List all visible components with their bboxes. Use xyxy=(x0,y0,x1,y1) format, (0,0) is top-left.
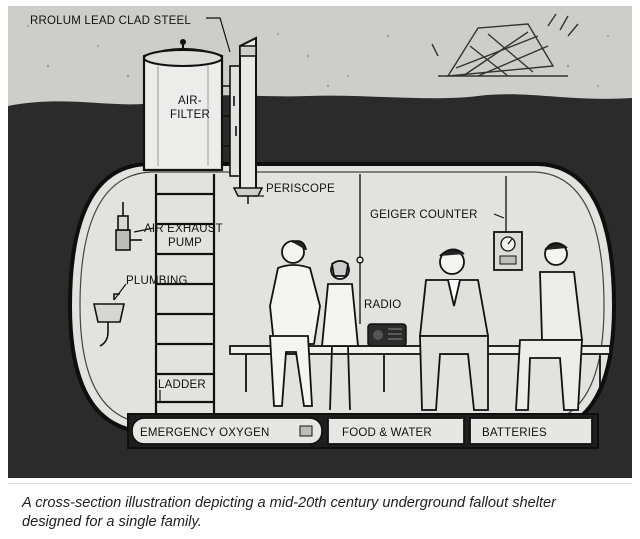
batteries-compartment xyxy=(469,417,593,445)
plumbing-sink xyxy=(93,293,125,347)
label-geiger-counter: GEIGER COUNTER xyxy=(370,209,478,221)
leader-lines xyxy=(113,17,505,402)
label-periscope: PERISCOPE xyxy=(266,183,335,195)
ruins-illustration xyxy=(431,13,579,77)
label-batteries: BATTERIES xyxy=(482,427,547,439)
label-air-filter-2: FILTER xyxy=(170,109,210,121)
shelter-illustration: RROLUM LEAD CLAD STEEL AIR- FILTER PERIS… xyxy=(8,6,632,478)
label-steel: RROLUM LEAD CLAD STEEL xyxy=(30,15,191,27)
label-radio: RADIO xyxy=(364,299,401,311)
father-figure xyxy=(418,248,490,411)
label-air-filter-1: AIR- xyxy=(178,95,202,107)
oxygen-compartment xyxy=(131,417,323,445)
son-figure xyxy=(515,242,584,411)
caption-text: A cross-section illustration depicting a… xyxy=(22,495,557,530)
radio xyxy=(367,323,407,347)
label-food-water: FOOD & WATER xyxy=(342,427,432,439)
ladder xyxy=(154,174,216,418)
food-water-compartment xyxy=(327,417,465,445)
label-ladder: LADDER xyxy=(158,379,206,391)
mother-figure xyxy=(269,240,321,407)
floor-storage xyxy=(127,413,599,449)
air-filter-tank xyxy=(142,39,224,172)
label-air-exhaust-2: PUMP xyxy=(168,237,202,249)
air-exhaust-pump xyxy=(115,202,142,251)
child-figure xyxy=(321,260,359,411)
label-plumbing: PLUMBING xyxy=(126,275,188,287)
caption: A cross-section illustration depicting a… xyxy=(8,483,632,535)
soil-texture xyxy=(27,25,609,88)
family-figures xyxy=(269,240,584,411)
label-oxygen: EMERGENCY OXYGEN xyxy=(140,427,270,439)
radio-antenna-knob xyxy=(356,256,364,264)
geiger-counter xyxy=(493,176,523,271)
label-air-exhaust-1: AIR EXHAUST xyxy=(144,223,223,235)
